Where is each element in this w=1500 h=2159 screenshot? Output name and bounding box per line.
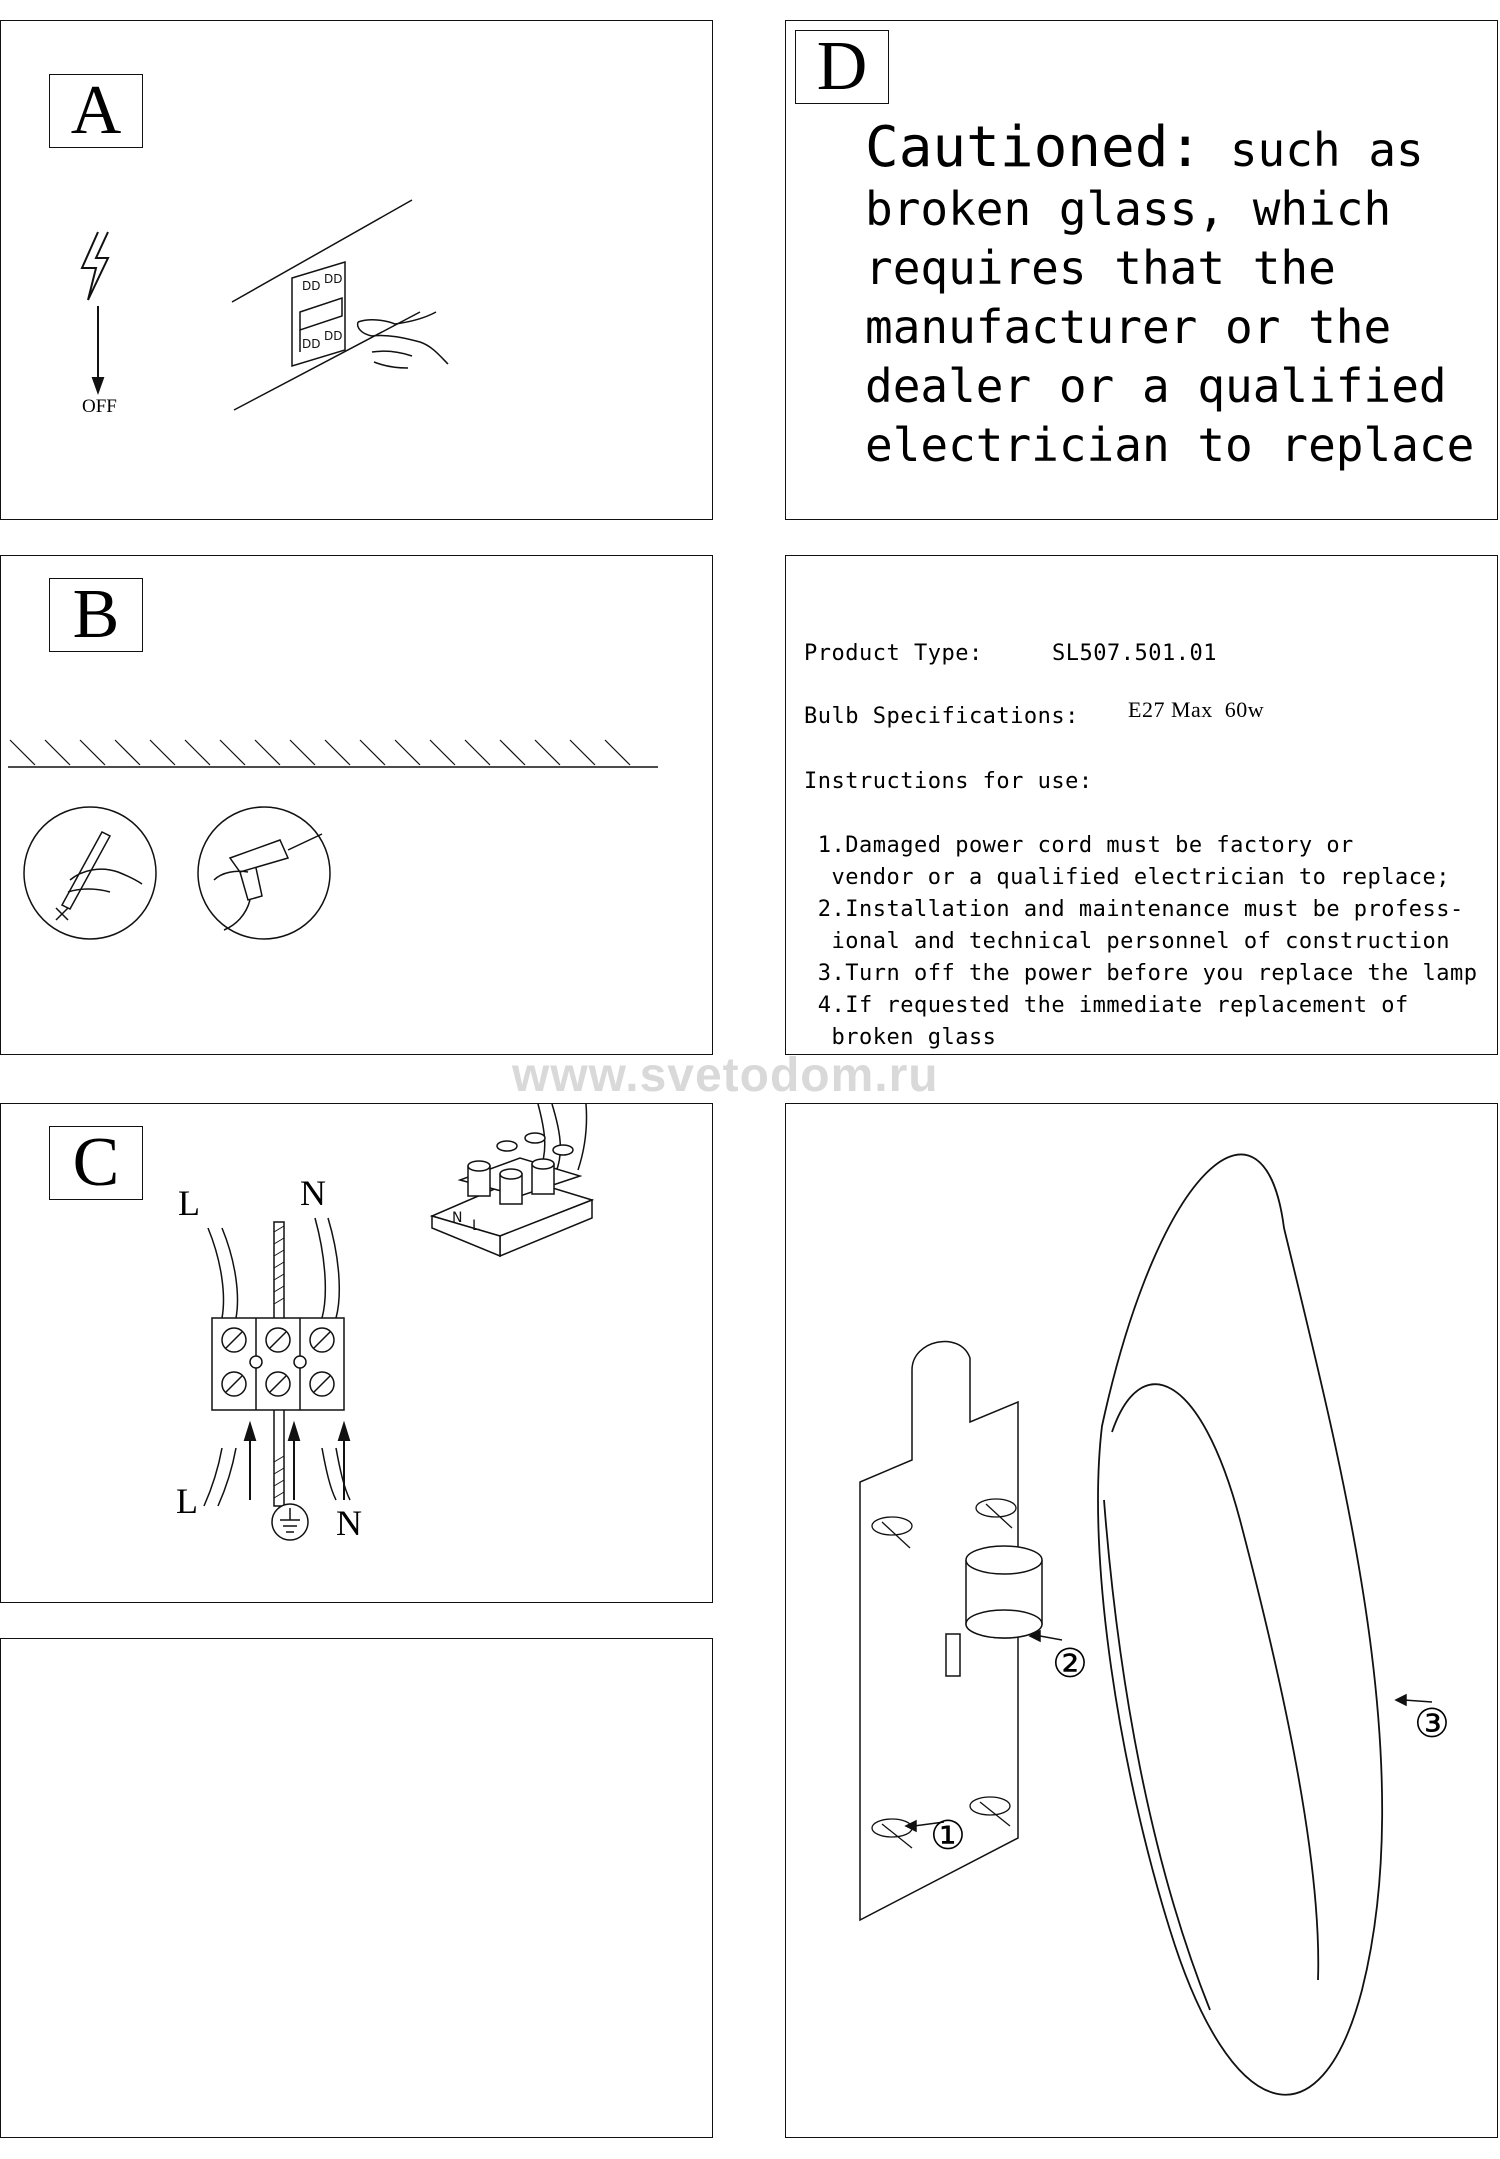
caution-line: requires that the	[865, 241, 1336, 295]
caution-line: dealer or a qualified	[865, 359, 1447, 413]
product-type-value: SL507.501.01	[1052, 641, 1217, 666]
instruction-line: 4.If requested the immediate replacement…	[804, 993, 1409, 1018]
panel-assembly	[785, 1103, 1498, 2138]
product-type-label: Product Type:	[804, 641, 983, 666]
bulb-spec-label: Bulb Specifications:	[804, 704, 1079, 729]
label-l-bottom: L	[176, 1481, 198, 1521]
panel-b-letter: B	[49, 578, 143, 652]
caution-line: such as	[1202, 123, 1424, 177]
label-l-top: L	[178, 1183, 200, 1223]
panel-d	[785, 20, 1498, 520]
bulb-spec-value: E27 Max 60w	[1128, 697, 1265, 722]
label-n-bottom: N	[336, 1503, 362, 1543]
label-n-top: N	[300, 1173, 326, 1213]
instruction-line: 1.Damaged power cord must be factory or	[804, 833, 1354, 858]
instruction-line: 2.Installation and maintenance must be p…	[804, 897, 1464, 922]
panel-a-letter: A	[49, 74, 143, 148]
callout-2: ②	[1052, 1641, 1088, 1686]
caution-line: electrician to replace	[865, 418, 1475, 472]
instructions-label: Instructions for use:	[804, 769, 1093, 794]
instruction-line: vendor or a qualified electrician to rep…	[804, 865, 1451, 890]
caution-line: manufacturer or the	[865, 300, 1392, 354]
caution-line: broken glass, which	[865, 182, 1392, 236]
callout-3: ③	[1414, 1701, 1450, 1746]
instruction-line: 3.Turn off the power before you replace …	[804, 961, 1478, 986]
off-label: OFF	[82, 396, 117, 417]
caution-text: Cautioned: such as broken glass, which r…	[865, 118, 1485, 475]
panel-c-letter: C	[49, 1126, 143, 1200]
instructions-list: 1.Damaged power cord must be factory or …	[804, 798, 1478, 1054]
instruction-line: ional and technical personnel of constru…	[804, 929, 1451, 954]
instruction-line: broken glass	[804, 1025, 997, 1050]
panel-empty	[0, 1638, 713, 2138]
panel-spec	[785, 555, 1498, 1055]
caution-heading: Cautioned:	[865, 115, 1203, 180]
callout-1: ①	[930, 1813, 966, 1858]
watermark: www.svetodom.ru	[512, 1049, 939, 1102]
panel-d-letter: D	[795, 30, 889, 104]
